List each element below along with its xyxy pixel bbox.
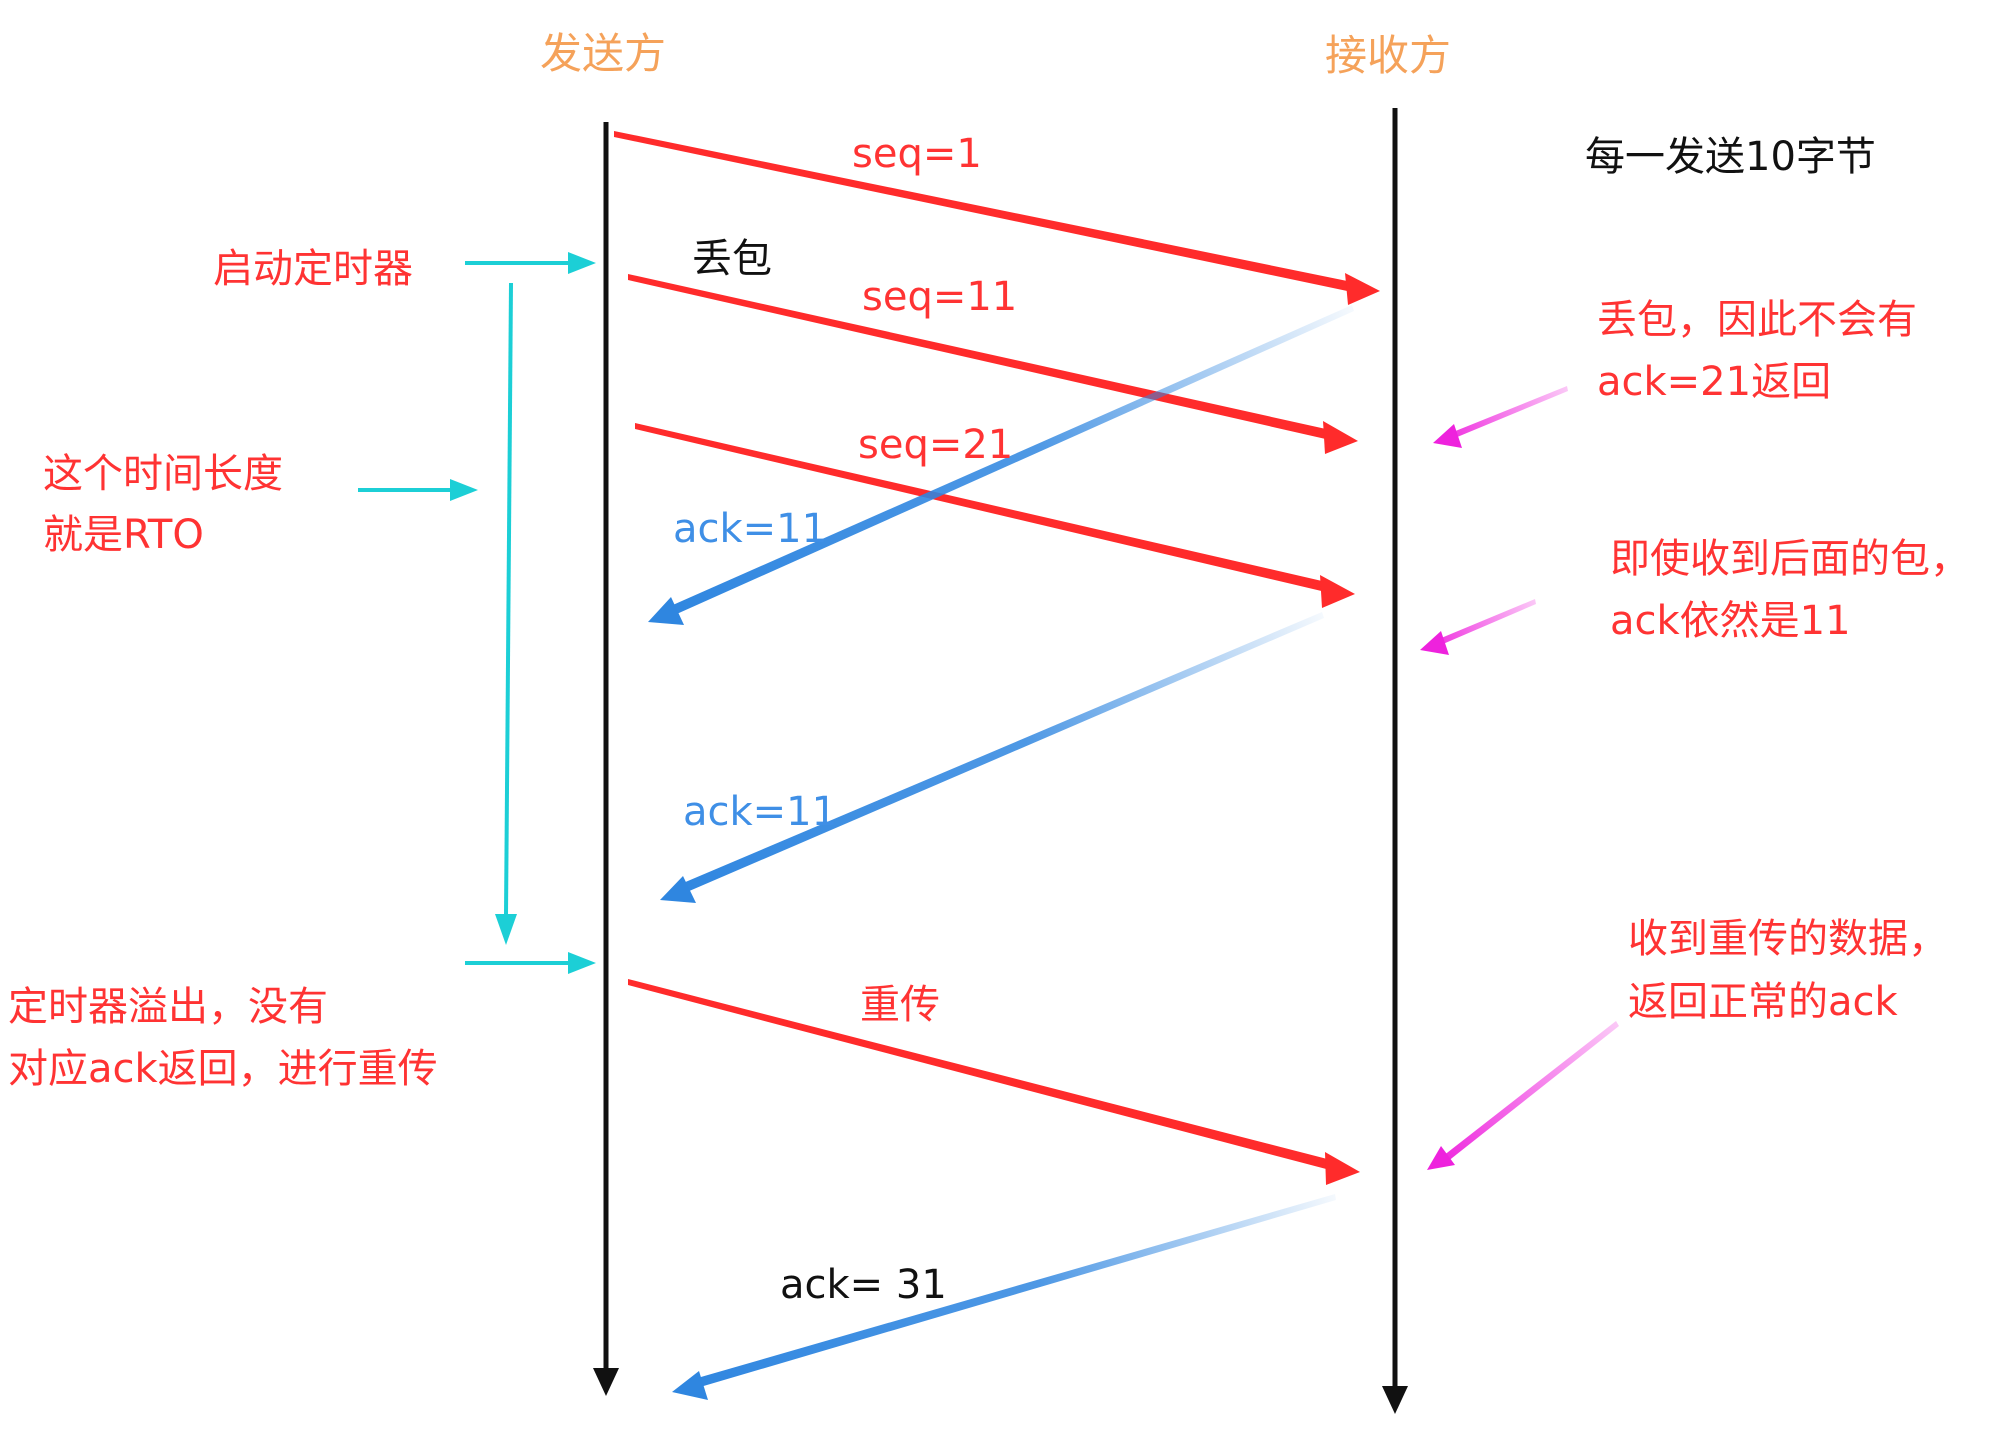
note-lost-line2: ack=21返回 (1597, 359, 1831, 405)
arrow-ack11-second (660, 612, 1324, 903)
sender-lifeline (593, 122, 619, 1396)
note-recv-line1: 收到重传的数据， (1628, 916, 1948, 962)
label-seq1: seq=1 (852, 131, 982, 177)
note-rto-line1: 这个时间长度 (43, 451, 283, 497)
rto-span-arrow (495, 282, 517, 945)
timer-start-arrow (465, 252, 596, 274)
label-ack11-second: ack=11 (683, 789, 837, 835)
arrow-retransmit (628, 979, 1360, 1185)
arrow-ack11-first (648, 305, 1354, 625)
note-arrow-recv (1427, 1021, 1619, 1170)
receiver-header: 接收方 (1325, 31, 1451, 80)
label-packet-lost: 丢包 (692, 236, 772, 282)
note-still-line2: ack依然是11 (1610, 598, 1851, 644)
note-arrow-still (1420, 599, 1536, 655)
sender-header: 发送方 (540, 29, 666, 78)
note-timeout-line2: 对应ack返回，进行重传 (8, 1046, 438, 1092)
label-ack11-first: ack=11 (673, 506, 827, 552)
note-rto-line2: 就是RTO (43, 512, 204, 558)
arrow-seq21 (635, 423, 1355, 608)
note-start-timer: 启动定时器 (213, 246, 413, 292)
arrow-seq1 (614, 131, 1380, 305)
label-seq21: seq=21 (858, 422, 1013, 468)
label-seq11: seq=11 (862, 274, 1017, 320)
label-ack31: ack= 31 (780, 1262, 947, 1308)
note-timeout-line1: 定时器溢出，没有 (8, 984, 328, 1030)
bytes-per-send-note: 每一发送10字节 (1585, 134, 1876, 180)
arrow-ack31 (672, 1194, 1336, 1400)
rto-pointer-arrow (358, 479, 478, 501)
label-retransmit: 重传 (860, 982, 940, 1028)
note-recv-line2: 返回正常的ack (1628, 979, 1899, 1025)
receiver-lifeline (1382, 108, 1408, 1414)
note-arrow-lost (1433, 386, 1568, 448)
timer-overflow-arrow (465, 952, 596, 974)
note-still-line1: 即使收到后面的包， (1610, 536, 1970, 582)
note-lost-line1: 丢包，因此不会有 (1597, 297, 1917, 343)
